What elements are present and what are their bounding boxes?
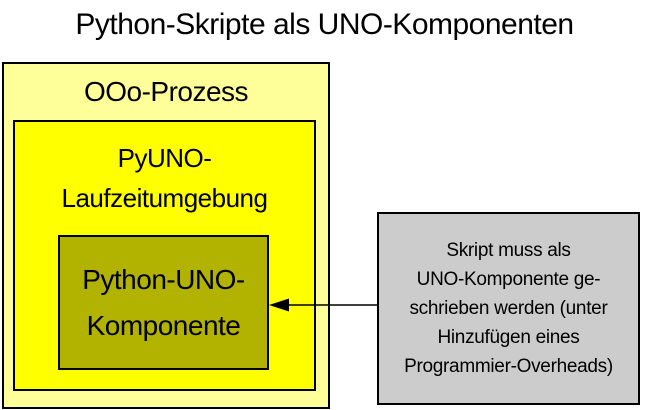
note-line-2: UNO-Komponente ge- bbox=[416, 269, 601, 290]
note-line-4: Hinzufügen eines bbox=[437, 327, 580, 348]
note-line-5: Programmier-Overheads) bbox=[404, 356, 613, 377]
note-line-1: Skript muss als bbox=[446, 240, 571, 261]
box-ooo-prozess: OOo-Prozess PyUNO- Laufzeitumgebung Pyth… bbox=[2, 62, 330, 409]
note-box: Skript muss als UNO-Komponente ge- schri… bbox=[377, 212, 640, 405]
box-pyuno-laufzeitumgebung-label: PyUNO- Laufzeitumgebung bbox=[15, 138, 314, 218]
box-ooo-prozess-label: OOo-Prozess bbox=[83, 76, 249, 107]
note-line-3: schrieben werden (unter bbox=[409, 298, 608, 319]
box-pyuno-laufzeitumgebung: PyUNO- Laufzeitumgebung Python-UNO- Komp… bbox=[13, 120, 316, 391]
box-python-uno-komponente: Python-UNO- Komponente bbox=[58, 235, 269, 370]
box-python-uno-label-line-2: Komponente bbox=[86, 309, 241, 341]
arrow-left-icon bbox=[269, 298, 379, 312]
box-python-uno-label-line-1: Python-UNO- bbox=[82, 263, 245, 295]
box-pyuno-label-line-2: Laufzeitumgebung bbox=[61, 183, 268, 213]
note-text: Skript muss als UNO-Komponente ge- schri… bbox=[404, 236, 613, 381]
slide-title: Python-Skripte als UNO-Komponenten bbox=[75, 8, 574, 41]
box-pyuno-label-line-1: PyUNO- bbox=[117, 143, 212, 173]
box-python-uno-komponente-label: Python-UNO- Komponente bbox=[82, 257, 245, 349]
